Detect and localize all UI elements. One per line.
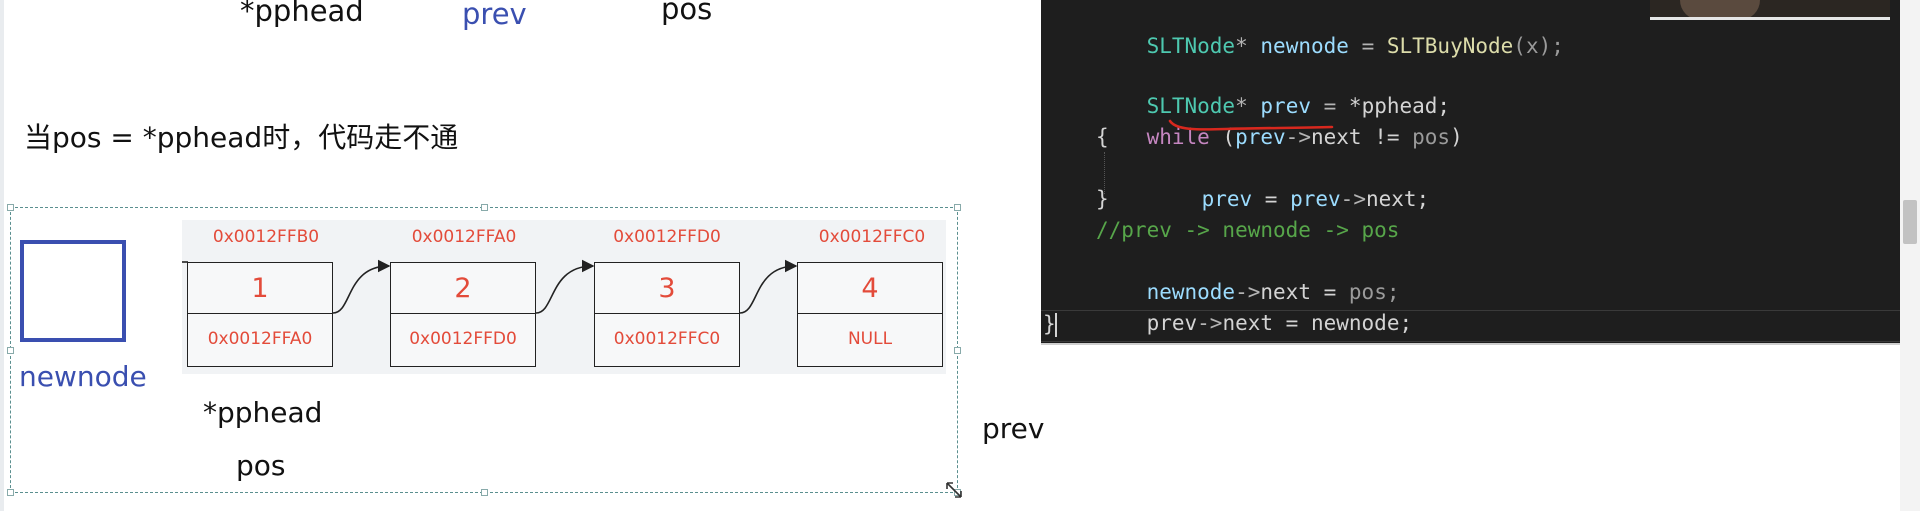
code-line-5: prev = prev->next; — [1201, 187, 1430, 211]
label-prev-right: prev — [982, 412, 1045, 445]
text-cursor — [1055, 313, 1057, 337]
page-left-edge — [0, 0, 4, 511]
code-line-8: newnode->next = pos; — [1146, 280, 1400, 304]
resize-handle-ml[interactable] — [7, 347, 14, 354]
code-line-10: } — [1043, 312, 1056, 336]
node-address: 0x0012FFD0 — [613, 227, 721, 247]
webcam-overlay — [1650, 0, 1890, 20]
arrow-node2-to-node3 — [535, 259, 595, 314]
node-value: 1 — [188, 263, 332, 314]
node-value: 3 — [595, 263, 739, 314]
node-link-arrows — [182, 259, 798, 314]
list-node-3: 3 0x0012FFC0 — [594, 262, 740, 367]
current-line-highlight — [1041, 310, 1903, 342]
arrow-node3-to-node4 — [739, 259, 798, 314]
label-prev-top: prev — [462, 0, 527, 31]
node-address: 0x0012FFA0 — [411, 227, 517, 247]
label-pos-top: pos — [661, 0, 713, 26]
node-value: 2 — [391, 263, 535, 314]
code-line-6: } — [1096, 187, 1109, 211]
list-node-2: 2 0x0012FFD0 — [390, 262, 536, 367]
resize-handle-mr[interactable] — [954, 347, 961, 354]
node-next-pointer: 0x0012FFC0 — [613, 329, 721, 349]
code-line-9: prev->next = newnode; — [1146, 311, 1413, 335]
annotation-underline — [1168, 119, 1334, 131]
diagram-selection-box[interactable] — [7, 204, 961, 496]
node-address: 0x0012FFC0 — [818, 227, 926, 247]
code-editor[interactable]: SLTNode* newnode = SLTBuyNode(x); SLTNod… — [1041, 0, 1903, 345]
label-pphead-bottom: *pphead — [203, 396, 323, 429]
vertical-scrollbar[interactable] — [1900, 0, 1920, 511]
note-heading: 当pos = *pphead时，代码走不通 — [24, 121, 459, 154]
resize-handle-bm[interactable] — [481, 489, 488, 496]
code-line-2: SLTNode* prev = *pphead; — [1146, 94, 1451, 118]
label-pos-bottom: pos — [236, 449, 286, 482]
scrollbar-thumb[interactable] — [1903, 200, 1917, 244]
code-line-1: SLTNode* newnode = SLTBuyNode(x); — [1146, 34, 1564, 58]
newnode-box — [20, 240, 126, 342]
node-address: 0x0012FFB0 — [212, 227, 320, 247]
resize-cursor-icon — [946, 482, 962, 498]
node-next-pointer: 0x0012FFD0 — [409, 329, 517, 349]
node-next-pointer: 0x0012FFA0 — [207, 329, 313, 349]
node-next-pointer: NULL — [847, 329, 893, 349]
node-value: 4 — [798, 263, 942, 314]
resize-handle-tr[interactable] — [954, 204, 961, 211]
resize-handle-bl[interactable] — [7, 489, 14, 496]
list-node-4: 4 NULL — [797, 262, 943, 367]
arrow-node1-to-node2 — [332, 259, 391, 314]
code-line-3: while (prev->next != pos) — [1146, 125, 1463, 149]
list-node-1: 1 0x0012FFA0 — [187, 262, 333, 367]
resize-handle-tm[interactable] — [481, 204, 488, 211]
label-pphead-top: *pphead — [240, 0, 364, 28]
code-line-4: { — [1096, 125, 1109, 149]
label-newnode: newnode — [19, 360, 147, 393]
resize-handle-tl[interactable] — [7, 204, 14, 211]
indent-guide — [1104, 152, 1105, 194]
code-line-7: //prev -> newnode -> pos — [1096, 218, 1400, 242]
